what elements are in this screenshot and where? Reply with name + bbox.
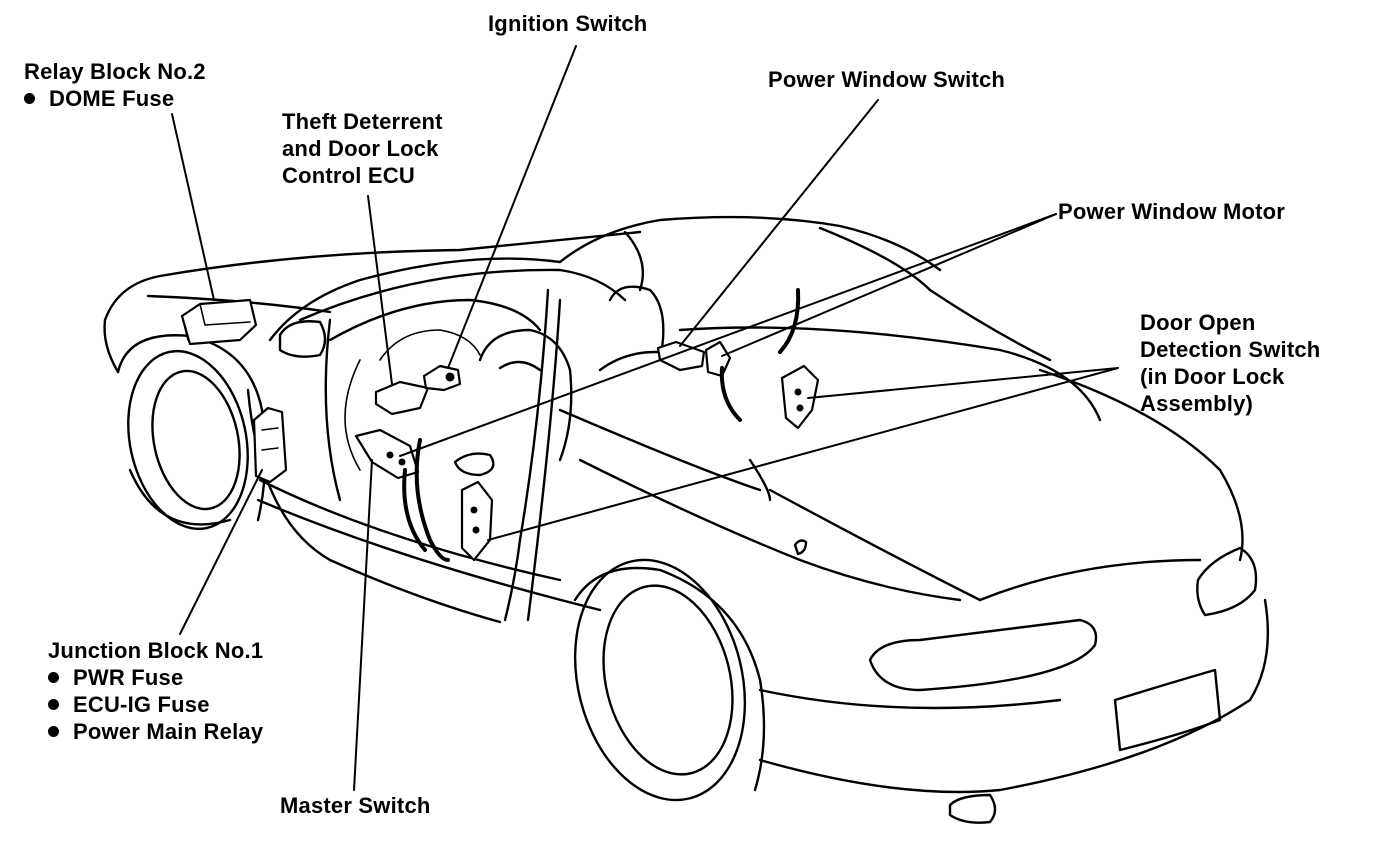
leader-door-open-front xyxy=(487,367,1119,541)
bullet-icon xyxy=(48,726,59,737)
leader-relay-block-no2 xyxy=(171,113,215,301)
power-window-motor-label: Power Window Motor xyxy=(1058,198,1285,225)
relay-block-no2-part xyxy=(180,298,258,346)
leader-power-window-switch xyxy=(679,99,879,347)
theft-ecu-line1: Theft Deterrent xyxy=(282,109,443,134)
power-window-switch-label: Power Window Switch xyxy=(768,66,1005,93)
theft-ecu-label: Theft Deterrent and Door Lock Control EC… xyxy=(282,108,443,189)
leader-power-window-motor-front xyxy=(399,213,1057,457)
junction-block-no1-part xyxy=(252,406,288,484)
ignition-switch-part xyxy=(422,364,462,392)
master-switch-part xyxy=(354,428,450,562)
dome-fuse-text: DOME Fuse xyxy=(49,86,175,111)
door-open-line1: Door Open xyxy=(1140,310,1256,335)
pwr-fuse-text: PWR Fuse xyxy=(73,665,184,690)
power-main-relay-item: Power Main Relay xyxy=(48,718,263,745)
power-window-motor-text: Power Window Motor xyxy=(1058,199,1286,224)
door-open-line2: Detection Switch xyxy=(1140,337,1321,362)
relay-block-no2-label: Relay Block No.2 DOME Fuse xyxy=(24,58,206,112)
power-main-relay-text: Power Main Relay xyxy=(73,719,264,744)
theft-ecu-part xyxy=(374,380,430,416)
bullet-icon xyxy=(24,93,35,104)
master-switch-label: Master Switch xyxy=(280,792,431,819)
junction-block-no1-label: Junction Block No.1 PWR Fuse ECU-IG Fuse… xyxy=(48,637,263,745)
door-open-line4: Assembly) xyxy=(1140,391,1254,416)
pwr-fuse-item: PWR Fuse xyxy=(48,664,263,691)
rear-door-lock-assembly-part xyxy=(780,364,820,430)
door-open-detection-switch-label: Door Open Detection Switch (in Door Lock… xyxy=(1140,309,1320,417)
theft-ecu-line3: Control ECU xyxy=(282,163,415,188)
relay-block-no2-text: Relay Block No.2 xyxy=(24,59,206,84)
bullet-icon xyxy=(48,699,59,710)
front-door-lock-assembly-part xyxy=(460,480,494,562)
ecu-ig-fuse-text: ECU-IG Fuse xyxy=(73,692,210,717)
junction-block-no1-text: Junction Block No.1 xyxy=(48,638,264,663)
dome-fuse-item: DOME Fuse xyxy=(24,85,206,112)
leader-theft-ecu xyxy=(367,195,393,385)
power-window-switch-text: Power Window Switch xyxy=(768,67,1006,92)
car-body xyxy=(103,215,1270,824)
bullet-icon xyxy=(48,672,59,683)
theft-ecu-line2: and Door Lock xyxy=(282,136,439,161)
leader-ignition-switch xyxy=(447,45,577,369)
leader-power-window-motor-rear xyxy=(721,213,1057,357)
leader-junction-block-no1 xyxy=(179,469,263,635)
ignition-switch-label: Ignition Switch xyxy=(488,10,647,37)
ecu-ig-fuse-item: ECU-IG Fuse xyxy=(48,691,263,718)
leader-master-switch xyxy=(353,459,373,791)
ignition-switch-text: Ignition Switch xyxy=(488,11,648,36)
leader-door-open-rear xyxy=(807,367,1119,399)
door-open-line3: (in Door Lock xyxy=(1140,364,1285,389)
master-switch-text: Master Switch xyxy=(280,793,431,818)
leader-lines xyxy=(171,45,1119,791)
